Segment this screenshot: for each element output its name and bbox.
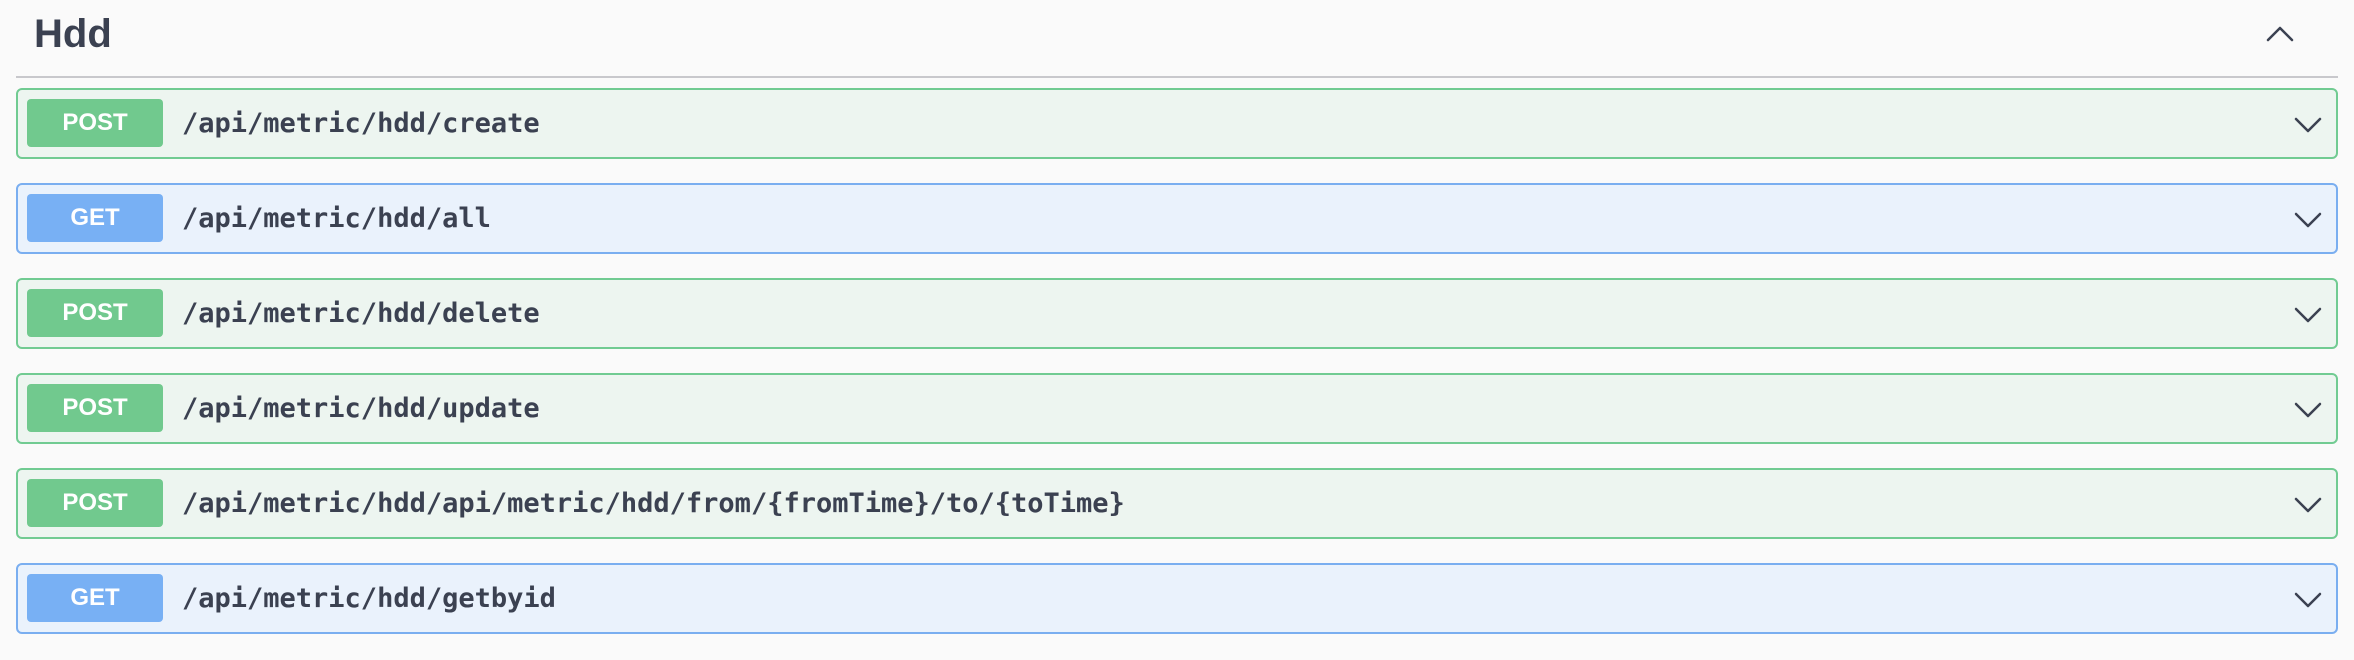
operation-path: /api/metric/hdd/delete bbox=[182, 298, 540, 329]
method-badge: GET bbox=[27, 574, 163, 622]
method-badge: POST bbox=[27, 289, 163, 337]
operation-post-create[interactable]: POST /api/metric/hdd/create bbox=[16, 88, 2338, 159]
operation-path: /api/metric/hdd/getbyid bbox=[182, 583, 556, 614]
method-badge: POST bbox=[27, 99, 163, 147]
operation-path: /api/metric/hdd/update bbox=[182, 393, 540, 424]
section-header[interactable]: Hdd bbox=[16, 0, 2338, 78]
section-title: Hdd bbox=[34, 12, 112, 56]
chevron-down-icon[interactable] bbox=[2288, 484, 2328, 524]
operation-path: /api/metric/hdd/create bbox=[182, 108, 540, 139]
method-badge: POST bbox=[27, 479, 163, 527]
method-badge: POST bbox=[27, 384, 163, 432]
operation-post-delete[interactable]: POST /api/metric/hdd/delete bbox=[16, 278, 2338, 349]
operation-path: /api/metric/hdd/all bbox=[182, 203, 491, 234]
method-badge: GET bbox=[27, 194, 163, 242]
chevron-down-icon[interactable] bbox=[2288, 199, 2328, 239]
operation-post-update[interactable]: POST /api/metric/hdd/update bbox=[16, 373, 2338, 444]
operation-post-from-to[interactable]: POST /api/metric/hdd/api/metric/hdd/from… bbox=[16, 468, 2338, 539]
chevron-down-icon[interactable] bbox=[2288, 294, 2328, 334]
operation-path: /api/metric/hdd/api/metric/hdd/from/{fro… bbox=[182, 488, 1125, 519]
operation-get-getbyid[interactable]: GET /api/metric/hdd/getbyid bbox=[16, 563, 2338, 634]
operation-get-all[interactable]: GET /api/metric/hdd/all bbox=[16, 183, 2338, 254]
chevron-up-icon[interactable] bbox=[2260, 14, 2300, 54]
chevron-down-icon[interactable] bbox=[2288, 104, 2328, 144]
chevron-down-icon[interactable] bbox=[2288, 389, 2328, 429]
chevron-down-icon[interactable] bbox=[2288, 579, 2328, 619]
operations-list: POST /api/metric/hdd/create GET /api/met… bbox=[16, 88, 2338, 658]
